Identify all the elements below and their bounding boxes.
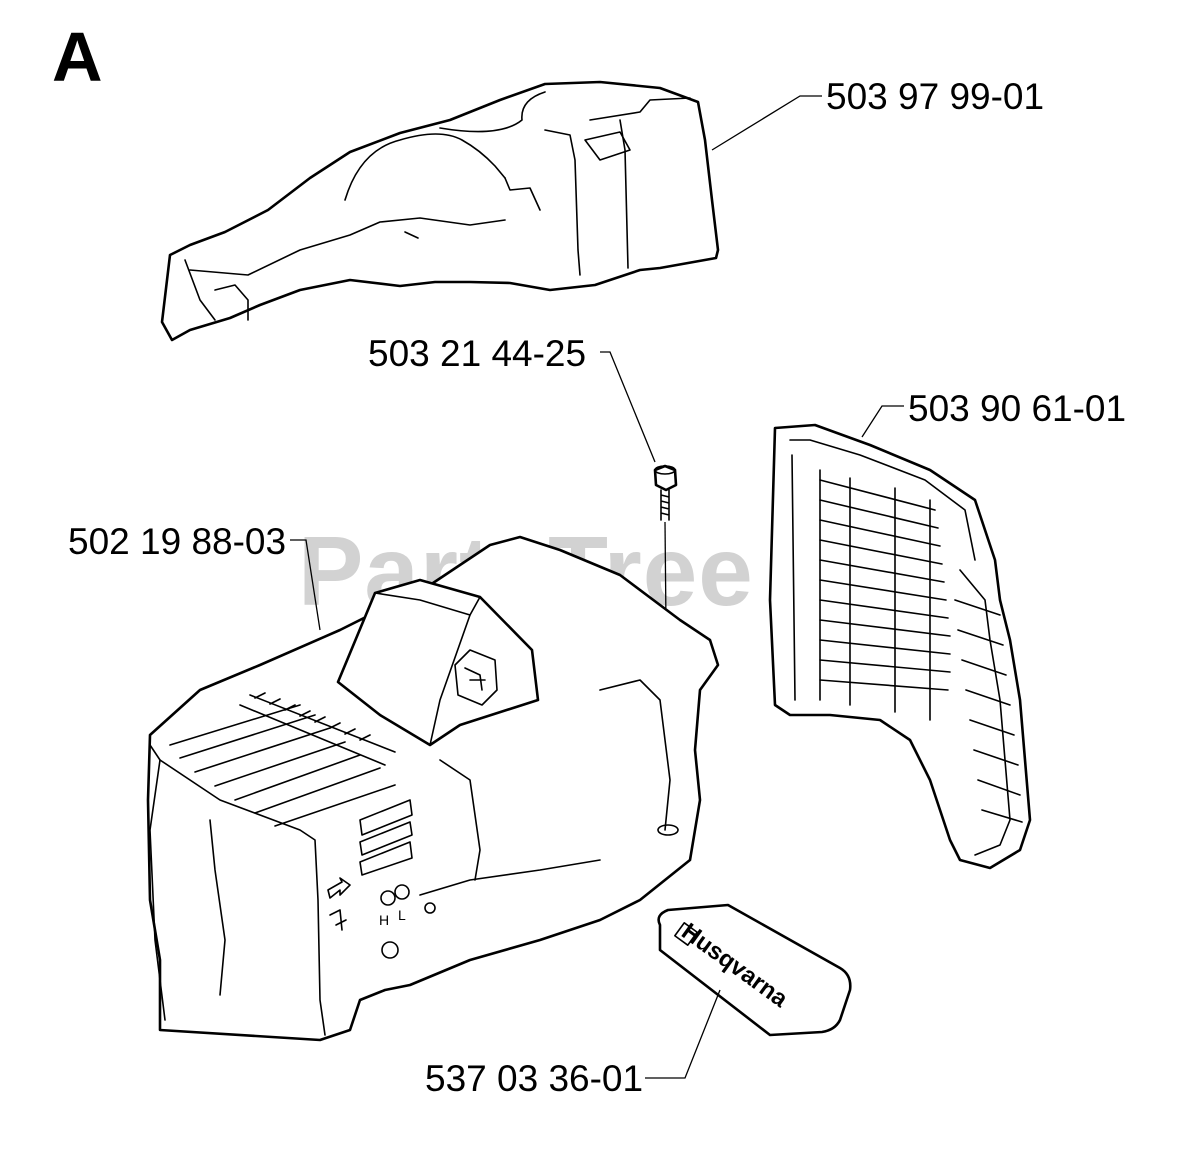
part-label-cylinder-cover[interactable]: 502 19 88-03 <box>68 521 287 562</box>
decal-drawing[interactable]: Husqvarna <box>657 903 852 1037</box>
leader-decal <box>645 989 721 1079</box>
leader-screw <box>600 351 656 463</box>
leader-top-cover <box>711 95 822 151</box>
choke-label-l: L <box>398 907 406 923</box>
part-label-top-cover[interactable]: 503 97 99-01 <box>826 76 1045 117</box>
air-filter-cover-drawing[interactable] <box>768 423 1032 870</box>
top-vents <box>169 692 396 827</box>
leader-cylinder-cover <box>290 539 321 631</box>
part-label-screw[interactable]: 503 21 44-25 <box>368 333 587 374</box>
top-cover-drawing[interactable] <box>160 80 720 342</box>
decal-logo-icon <box>674 922 698 946</box>
choke-label-h: H <box>379 912 389 928</box>
filter-grille <box>819 469 1023 823</box>
husqvarna-logo-icon <box>454 649 498 706</box>
leader-air-filter <box>861 405 904 438</box>
part-label-decal[interactable]: 537 03 36-01 <box>425 1058 644 1099</box>
section-letter: A <box>52 18 103 96</box>
part-label-air-filter-cover[interactable]: 503 90 61-01 <box>908 388 1127 429</box>
cylinder-cover-drawing[interactable]: H L <box>146 535 720 1042</box>
